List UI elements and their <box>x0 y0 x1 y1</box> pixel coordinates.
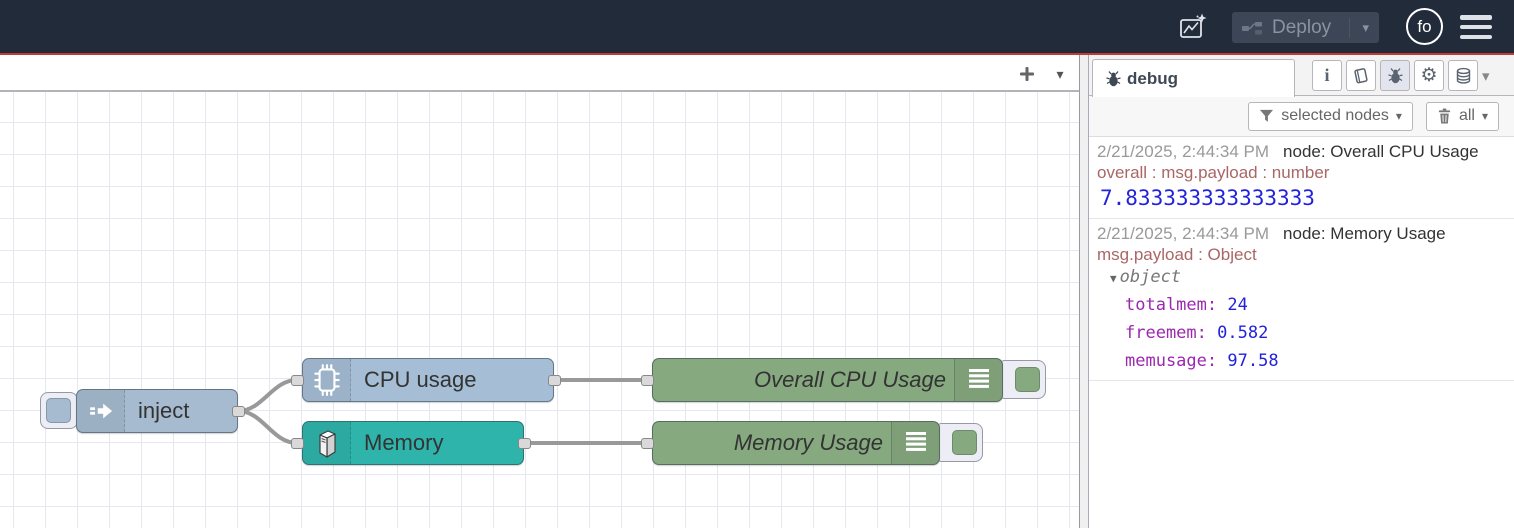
port-inject-out[interactable] <box>232 406 245 417</box>
port-cpu-in[interactable] <box>291 375 304 386</box>
node-label: Memory <box>364 430 444 455</box>
add-flow-button[interactable] <box>1014 61 1040 87</box>
deploy-label: Deploy <box>1272 16 1332 38</box>
deploy-caret-icon[interactable] <box>1349 17 1369 38</box>
deploy-nodes-icon <box>1242 21 1262 34</box>
node-inject[interactable]: inject <box>76 389 238 433</box>
sidebar-tabs: debug <box>1089 55 1514 97</box>
export-chart-icon[interactable] <box>1174 8 1212 46</box>
object-field: totalmem24 <box>1097 291 1506 319</box>
filter-caret-icon <box>1396 109 1402 123</box>
node-cpu-usage[interactable]: CPU usage <box>302 358 554 402</box>
port-memory-out[interactable] <box>518 438 531 449</box>
message-source-node[interactable]: node: Memory Usage <box>1283 224 1446 243</box>
tab-debug-label: debug <box>1127 68 1178 88</box>
port-memory-in[interactable] <box>291 438 304 449</box>
tab-debug-icon-button[interactable] <box>1380 60 1410 91</box>
object-expand-row[interactable]: ▼object <box>1097 265 1506 291</box>
node-label: Memory Usage <box>733 430 883 455</box>
cpu-chip-icon <box>303 359 351 401</box>
computer-tower-icon <box>303 422 351 464</box>
tab-debug[interactable]: debug <box>1092 59 1295 97</box>
workspace-tabbar <box>0 55 1079 92</box>
message-meta: msg.payload : Object <box>1097 245 1257 264</box>
plus-icon <box>1020 67 1034 81</box>
clear-label: all <box>1458 107 1475 124</box>
inject-arrow-icon <box>77 390 125 432</box>
debug-toggle-chip <box>952 430 977 455</box>
inject-trigger-chip <box>46 398 71 423</box>
field-value: 0.582 <box>1217 323 1269 343</box>
object-field: freemem0.582 <box>1097 319 1506 347</box>
message-timestamp: 2/21/2025, 2:44:34 PM <box>1097 142 1270 161</box>
inject-trigger-button[interactable] <box>40 392 78 429</box>
bug-icon <box>1106 70 1121 86</box>
node-debug-overall-cpu[interactable]: Overall CPU Usage <box>652 358 1003 402</box>
message-timestamp: 2/21/2025, 2:44:34 PM <box>1097 224 1270 243</box>
debug-sidebar: debug <box>1089 55 1514 528</box>
sidebar-tabs-dropdown[interactable] <box>1482 67 1490 85</box>
port-cpu-out[interactable] <box>548 375 561 386</box>
wire-inject-memory[interactable] <box>237 409 298 445</box>
filter-label: selected nodes <box>1281 107 1389 124</box>
hamburger-menu-icon[interactable] <box>1458 13 1494 41</box>
port-debug-memory-in[interactable] <box>641 438 654 449</box>
filter-nodes-button[interactable]: selected nodes <box>1248 101 1413 131</box>
tab-info-button[interactable] <box>1312 60 1342 91</box>
debug-message[interactable]: 2/21/2025, 2:44:34 PM node: Overall CPU U… <box>1089 137 1514 219</box>
field-value: 97.58 <box>1227 351 1279 371</box>
clear-messages-button[interactable]: all <box>1425 101 1499 131</box>
debug-console-icon <box>891 422 939 464</box>
field-key: totalmem <box>1125 295 1227 315</box>
avatar-initials: fo <box>1417 16 1432 36</box>
flow-list-dropdown[interactable] <box>1048 61 1072 87</box>
book-icon <box>1354 67 1368 83</box>
sidebar-resize-handle[interactable] <box>1079 55 1089 528</box>
deploy-button[interactable]: Deploy <box>1232 12 1379 43</box>
funnel-icon <box>1260 109 1274 122</box>
debug-toggle-button[interactable] <box>997 360 1046 399</box>
message-value: 7.833333333333333 <box>1100 186 1315 210</box>
message-source-node[interactable]: node: Overall CPU Usage <box>1283 142 1479 161</box>
debug-toolbar: selected nodes all <box>1089 96 1514 137</box>
field-key: freemem <box>1125 323 1217 343</box>
tab-context-button[interactable] <box>1448 60 1478 91</box>
database-icon <box>1456 67 1470 84</box>
collapse-caret-icon[interactable]: ▼ <box>1110 272 1117 285</box>
wires-layer <box>237 377 647 446</box>
field-value: 24 <box>1227 295 1248 315</box>
clear-caret-icon <box>1482 109 1488 123</box>
chart-sparkle-icon <box>1180 13 1207 38</box>
object-type-label: object <box>1119 267 1182 287</box>
trash-icon <box>1438 108 1451 124</box>
message-meta: overall : msg.payload : number <box>1097 163 1330 182</box>
node-label: Overall CPU Usage <box>754 367 946 392</box>
node-label: CPU usage <box>364 367 477 392</box>
node-debug-memory[interactable]: Memory Usage <box>652 421 940 465</box>
debug-toggle-chip <box>1015 367 1040 392</box>
node-label: inject <box>138 398 190 423</box>
user-avatar[interactable]: fo <box>1406 8 1443 45</box>
bug-icon <box>1387 67 1403 83</box>
node-memory[interactable]: Memory <box>302 421 524 465</box>
wire-inject-cpu[interactable] <box>237 378 298 413</box>
field-key: memusage <box>1125 351 1227 371</box>
object-field: memusage97.58 <box>1097 347 1506 375</box>
tab-help-button[interactable] <box>1346 60 1376 91</box>
port-debug-cpu-in[interactable] <box>641 375 654 386</box>
tab-config-button[interactable] <box>1414 60 1444 91</box>
flow-canvas[interactable]: inject CPU usage <box>0 92 1079 528</box>
app-header: Deploy fo <box>0 0 1514 55</box>
debug-toggle-button[interactable] <box>934 423 983 462</box>
debug-message-list: 2/21/2025, 2:44:34 PM node: Overall CPU U… <box>1089 137 1514 381</box>
debug-console-icon <box>954 359 1002 401</box>
